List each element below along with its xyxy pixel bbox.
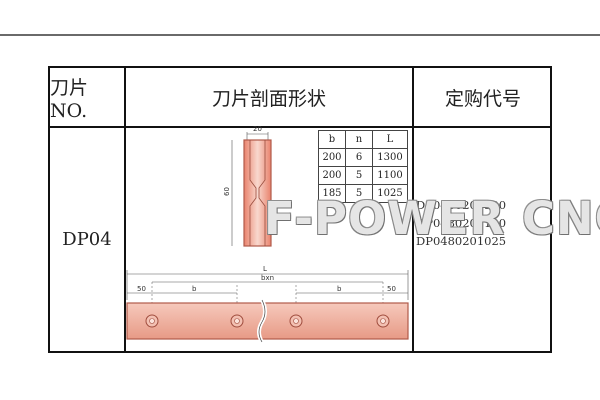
spec-cell: 1300 xyxy=(372,148,408,167)
column-divider-1 xyxy=(124,68,126,351)
table-row: 200 6 1300 xyxy=(318,148,408,167)
header-divider xyxy=(50,126,550,128)
cross-section-view: 20 60 xyxy=(223,125,272,247)
bolt-hole xyxy=(376,314,390,328)
spec-header-n: n xyxy=(345,130,373,149)
bolt-hole xyxy=(145,314,159,328)
blade-number: DP04 xyxy=(62,229,112,250)
column-divider-2 xyxy=(412,68,414,351)
order-code: DP0480201025 xyxy=(416,234,507,248)
spec-cell: 1025 xyxy=(372,184,408,203)
spec-header-l: L xyxy=(372,130,408,149)
span-label: bxn xyxy=(261,274,274,282)
spec-table-header: b n L xyxy=(318,130,408,149)
length-view: L bxn 50 b b 50 xyxy=(126,265,409,344)
header-order-code: 定购代号 xyxy=(444,87,521,110)
bolt-hole xyxy=(289,314,303,328)
length-label: L xyxy=(263,265,267,273)
blade-section-shape xyxy=(243,139,272,247)
table-row: 185 5 1025 xyxy=(318,184,408,203)
order-code: DP0480201300 xyxy=(416,198,507,212)
table-row: 200 5 1100 xyxy=(318,166,408,185)
spec-cell: 200 xyxy=(318,166,346,185)
spec-sheet: 刀片NO. 刀片剖面形状 定购代号 DP04 xyxy=(48,66,552,353)
brand-watermark: F-POWER CNC xyxy=(264,192,600,245)
blade-bar xyxy=(126,302,409,340)
pitch-right: b xyxy=(337,285,342,293)
pitch-left: b xyxy=(192,285,197,293)
order-code: DP0480201100 xyxy=(416,216,507,230)
top-rule xyxy=(0,34,600,36)
header-section-shape: 刀片剖面形状 xyxy=(211,87,326,110)
spec-cell: 5 xyxy=(345,166,373,185)
bolt-hole xyxy=(230,314,244,328)
header-blade-no: 刀片NO. xyxy=(50,76,89,122)
section-height-label: 60 xyxy=(223,187,231,196)
spec-cell: 200 xyxy=(318,148,346,167)
spec-header-b: b xyxy=(318,130,346,149)
order-code-list: DP0480201300 DP0480201100 DP0480201025 xyxy=(416,196,506,250)
end-offset-left: 50 xyxy=(137,285,146,293)
spec-table: b n L 200 6 1300 200 5 1100 185 5 1025 xyxy=(318,130,408,203)
spec-cell: 1100 xyxy=(372,166,408,185)
end-offset-right: 50 xyxy=(387,285,396,293)
spec-cell: 6 xyxy=(345,148,373,167)
section-width-label: 20 xyxy=(253,125,262,133)
